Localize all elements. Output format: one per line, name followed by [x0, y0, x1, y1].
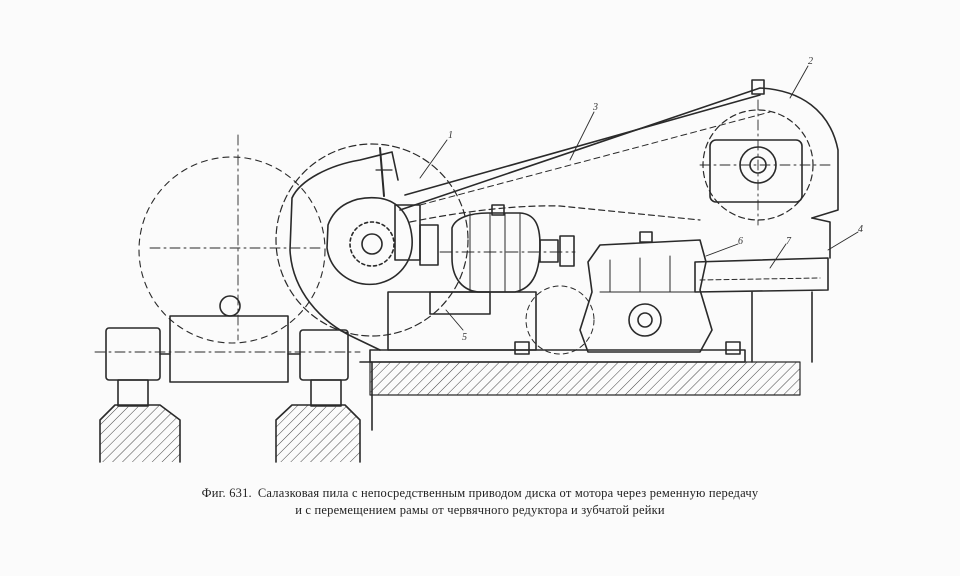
- rack-line: [699, 277, 821, 281]
- svg-text:6: 6: [738, 236, 743, 247]
- technical-drawing: 1 2 3 4 5 6 7: [94, 56, 863, 463]
- callout-1: 1: [419, 130, 453, 179]
- caption-text-1: Салазковая пила с непосредственным приво…: [257, 486, 759, 500]
- main-motor: [451, 212, 541, 293]
- svg-text:3: 3: [592, 102, 598, 113]
- saw-hub-inner: [361, 233, 383, 255]
- belt-centerline: [419, 111, 771, 206]
- reducer-cap: [639, 231, 653, 243]
- caption-line-2: и с перемещением рамы от червячного реду…: [295, 503, 665, 517]
- log-roller-body: [169, 315, 289, 383]
- svg-text:7: 7: [786, 236, 792, 247]
- pier-left: [99, 404, 181, 463]
- phantom-log-circle: [138, 156, 326, 344]
- motor-eye-bolt: [491, 204, 505, 216]
- saw-disc: [275, 143, 469, 337]
- belt-guard: [399, 87, 839, 219]
- right-support: [751, 291, 813, 363]
- pulley-housing: [709, 139, 803, 203]
- roller-support-left: [117, 379, 149, 407]
- frame-bracket: [811, 217, 831, 259]
- log-roller-left-cap: [105, 327, 161, 381]
- callout-5: 5: [445, 309, 467, 343]
- callout-6: 6: [705, 236, 743, 257]
- tension-bolt: [751, 79, 765, 95]
- reducer-shaft: [628, 303, 662, 337]
- callout-3: 3: [569, 102, 598, 161]
- svg-text:1: 1: [448, 130, 453, 141]
- worm-reducer: [579, 239, 713, 353]
- motor-coupling: [539, 239, 559, 263]
- svg-text:2: 2: [808, 56, 813, 67]
- base-bolt-2: [725, 341, 741, 355]
- saw-lever: [379, 147, 385, 197]
- svg-text:5: 5: [462, 332, 467, 343]
- drive-belt-lower: [409, 205, 701, 223]
- coupling-flange: [559, 235, 575, 267]
- motor-foot: [429, 291, 491, 315]
- roller-support-right: [310, 379, 342, 407]
- saw-bearing-block: [394, 204, 421, 261]
- reducer-gear-phantom: [525, 285, 595, 355]
- coupling-block: [419, 224, 439, 266]
- saw-hub: [349, 221, 395, 267]
- callout-4: 4: [827, 224, 863, 251]
- svg-text:4: 4: [858, 224, 863, 235]
- pier-right: [275, 404, 361, 463]
- figure-number: Фиг. 631.: [201, 486, 252, 500]
- saw-guard: [289, 151, 399, 351]
- figure-caption: Фиг. 631. Салазковая пила с непосредствен…: [0, 485, 960, 519]
- callout-2: 2: [789, 56, 813, 99]
- roller-knob: [219, 295, 241, 317]
- foundation-edge: [359, 361, 373, 431]
- callout-7: 7: [769, 236, 792, 269]
- caption-line-1: Фиг. 631. Салазковая пила с непосредствен…: [0, 485, 960, 502]
- reducer-bore: [637, 312, 653, 328]
- drive-belt-upper: [404, 94, 761, 196]
- base-bolt-1: [514, 341, 530, 355]
- log-roller-right-cap: [299, 329, 349, 381]
- frame-rail: [694, 257, 829, 293]
- foundation: [369, 361, 801, 396]
- saw-guard-inner: [326, 196, 413, 286]
